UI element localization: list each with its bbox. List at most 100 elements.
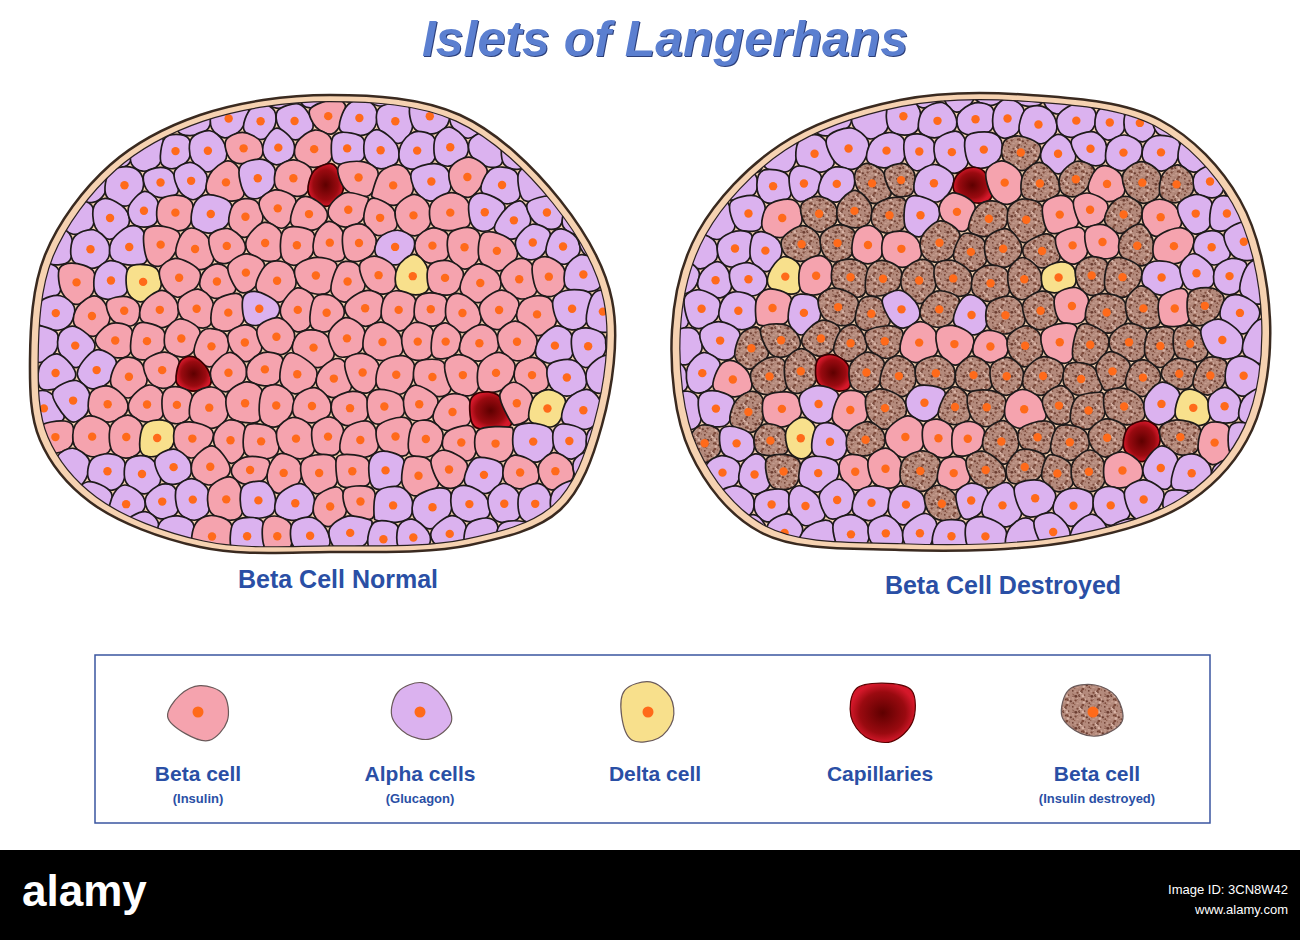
islet-cell xyxy=(986,161,1023,205)
cell-nucleus xyxy=(1102,308,1110,316)
islet-cell xyxy=(102,13,145,77)
cell-nucleus xyxy=(1201,302,1209,310)
islet-cell xyxy=(44,486,78,521)
islet-cell xyxy=(766,454,801,489)
islet-cell xyxy=(601,71,643,109)
islet-cell xyxy=(1279,44,1300,124)
cell-nucleus xyxy=(1176,433,1184,441)
islet-cell xyxy=(884,163,915,196)
cell-nucleus xyxy=(88,312,96,320)
cell-nucleus xyxy=(1033,433,1041,441)
cell-nucleus xyxy=(867,310,875,318)
islet-cell xyxy=(535,326,573,363)
islet-cell xyxy=(364,69,403,106)
cell-nucleus xyxy=(951,403,959,411)
islet-cell xyxy=(1239,66,1278,107)
cell-nucleus xyxy=(143,400,151,408)
islet-cell xyxy=(327,67,364,102)
islet-cell xyxy=(0,198,25,231)
cell-nucleus xyxy=(969,371,977,379)
islet-cell xyxy=(331,132,365,164)
islet-cell xyxy=(802,554,869,637)
text-anchor: Islets of Langerhans xyxy=(422,10,908,68)
cell-nucleus xyxy=(1103,434,1111,442)
islet-cell xyxy=(1077,73,1110,108)
islet-cell xyxy=(619,86,698,160)
islet-cell xyxy=(445,355,480,396)
cell-nucleus xyxy=(322,309,330,317)
cell-nucleus xyxy=(192,305,200,313)
cell-nucleus xyxy=(815,210,823,218)
islet-cell xyxy=(128,191,159,227)
cell-nucleus xyxy=(864,241,872,249)
islet-cell xyxy=(559,128,600,166)
islet-cell xyxy=(1263,361,1300,398)
islet-cell xyxy=(1122,542,1163,632)
islet-cell xyxy=(1225,99,1262,137)
cell-nucleus xyxy=(767,500,775,508)
cell-nucleus xyxy=(291,499,299,507)
cell-nucleus xyxy=(879,275,887,283)
cell-nucleus xyxy=(920,399,928,407)
islet-cell xyxy=(767,514,803,551)
cell-nucleus xyxy=(427,177,435,185)
cell-nucleus xyxy=(378,338,386,346)
islet-cell xyxy=(662,258,699,295)
cell-nucleus xyxy=(358,368,366,376)
cell-nucleus xyxy=(847,530,855,538)
islet-cell xyxy=(8,549,49,634)
cell-nucleus xyxy=(324,112,332,120)
islet-cell xyxy=(606,327,662,360)
islet-cell xyxy=(751,357,788,395)
cell-nucleus xyxy=(868,179,876,187)
cell-nucleus xyxy=(204,147,212,155)
cell-nucleus xyxy=(274,204,282,212)
cell-nucleus xyxy=(138,470,146,478)
islet-cell xyxy=(532,257,565,297)
cell-nucleus xyxy=(52,309,60,317)
cell-nucleus xyxy=(1187,469,1195,477)
cell-nucleus xyxy=(153,434,161,442)
cell-nucleus xyxy=(899,112,907,120)
cell-nucleus xyxy=(51,369,59,377)
cell-nucleus xyxy=(826,438,834,446)
islet-cell xyxy=(24,191,59,232)
islet-cell xyxy=(477,549,521,636)
cell-nucleus xyxy=(967,311,975,319)
islet-cell xyxy=(1239,388,1274,426)
islet-cell xyxy=(500,382,533,425)
islet-cell xyxy=(1248,544,1300,638)
islet-cell xyxy=(313,221,345,261)
islet-cell xyxy=(1224,222,1261,261)
islet-cell xyxy=(781,548,820,631)
islet-cell xyxy=(25,451,58,488)
islet-cell xyxy=(340,421,379,458)
cell-nucleus xyxy=(1138,178,1146,186)
cell-nucleus xyxy=(1218,336,1226,344)
islet-cell xyxy=(1108,519,1145,553)
text-anchor: (Insulin destroyed) xyxy=(1039,791,1155,806)
islet-cell xyxy=(915,356,955,389)
islet-cell xyxy=(110,226,148,266)
cell-nucleus xyxy=(356,497,364,505)
cell-nucleus xyxy=(1069,502,1077,510)
islet-cell xyxy=(701,550,752,635)
islet-cell xyxy=(1272,379,1300,445)
cell-nucleus xyxy=(274,143,282,151)
cell-nucleus xyxy=(897,245,905,253)
islet-cell xyxy=(191,195,232,233)
islet-cell xyxy=(650,422,690,460)
islet-cell xyxy=(868,448,902,488)
cell-nucleus xyxy=(391,432,399,440)
cell-nucleus xyxy=(967,496,975,504)
cell-nucleus xyxy=(422,435,430,443)
islet-cell xyxy=(100,547,153,637)
islet-cell xyxy=(1054,287,1088,324)
islet-cell xyxy=(586,85,647,152)
islet-cell xyxy=(329,516,372,551)
islet-cell xyxy=(589,221,654,271)
cell-nucleus xyxy=(173,401,181,409)
islet-cell xyxy=(311,12,354,73)
cell-nucleus xyxy=(1000,178,1008,186)
islet-cell xyxy=(763,69,798,106)
